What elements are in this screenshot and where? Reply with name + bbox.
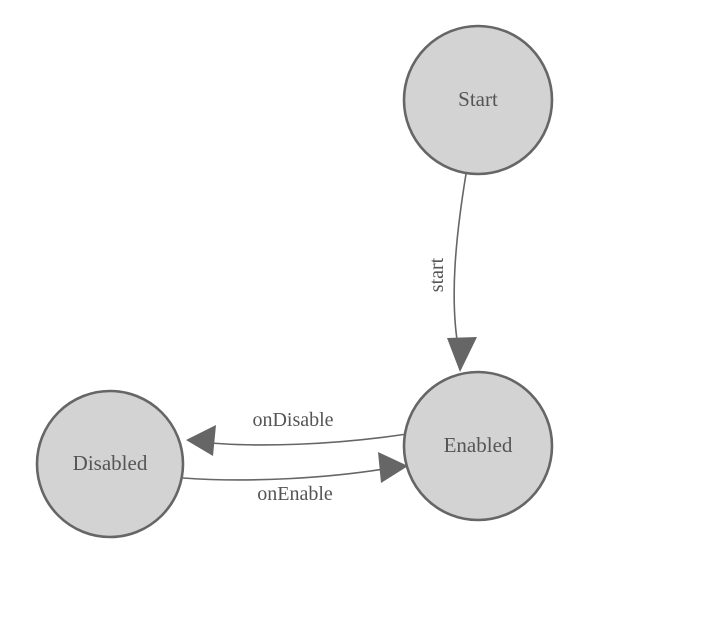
edge-label-onenable: onEnable xyxy=(257,483,333,505)
edge-label-ondisable: onDisable xyxy=(252,409,333,431)
node-circle-start[interactable] xyxy=(402,24,554,176)
arrowhead-start-to-enabled xyxy=(447,337,477,372)
arrowhead-disabled-to-enabled xyxy=(378,452,408,483)
node-label-disabled: Disabled xyxy=(73,451,148,475)
arrowhead-enabled-to-disabled xyxy=(186,425,216,456)
node-start[interactable]: Start xyxy=(402,24,554,176)
node-circle-enabled[interactable] xyxy=(402,370,554,522)
node-label-enabled: Enabled xyxy=(444,433,513,457)
edge-label-start: start xyxy=(426,257,448,292)
node-label-start: Start xyxy=(458,87,498,111)
edge-enabled-to-disabled xyxy=(191,433,408,446)
node-enabled[interactable]: Enabled xyxy=(402,370,554,522)
node-circle-disabled[interactable] xyxy=(35,389,185,539)
edge-disabled-to-enabled xyxy=(182,467,391,481)
node-disabled[interactable]: Disabled xyxy=(35,389,185,539)
edge-start-to-enabled xyxy=(453,173,467,353)
